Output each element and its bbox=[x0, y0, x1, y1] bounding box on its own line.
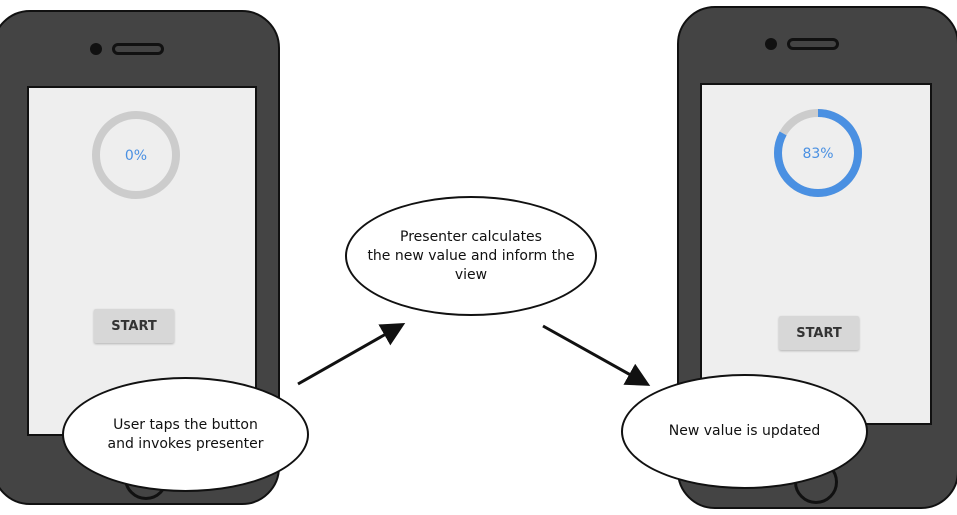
speaker-grille bbox=[787, 38, 839, 50]
progress-label: 0% bbox=[125, 148, 147, 164]
progress-label: 83% bbox=[802, 146, 833, 162]
arrow-to-presenter bbox=[297, 323, 406, 386]
presenter-bubble: Presenter calculates the new value and i… bbox=[345, 196, 597, 316]
speaker-grille bbox=[112, 43, 164, 55]
start-button[interactable]: START bbox=[94, 309, 174, 343]
bubble-line: Presenter calculates bbox=[400, 228, 542, 245]
arrow-to-updated bbox=[542, 324, 651, 386]
user-taps-bubble: User taps the button and invokes present… bbox=[62, 377, 309, 492]
camera-icon bbox=[90, 43, 102, 55]
bubble-line: the new value and inform the bbox=[367, 247, 575, 264]
bubble-line: view bbox=[454, 266, 488, 283]
camera-icon bbox=[765, 38, 777, 50]
start-button[interactable]: START bbox=[779, 316, 859, 350]
progress-arc bbox=[774, 109, 862, 197]
bubble-line: User taps the button bbox=[113, 416, 258, 433]
progress-track bbox=[92, 111, 180, 199]
bubble-line: and invokes presenter bbox=[107, 435, 264, 452]
right-screen: 83% START bbox=[700, 83, 932, 425]
progress-ring: 83% bbox=[774, 109, 862, 197]
progress-ring: 0% bbox=[92, 111, 180, 199]
bubble-line: New value is updated bbox=[668, 423, 821, 439]
new-value-bubble: New value is updated bbox=[621, 374, 868, 489]
